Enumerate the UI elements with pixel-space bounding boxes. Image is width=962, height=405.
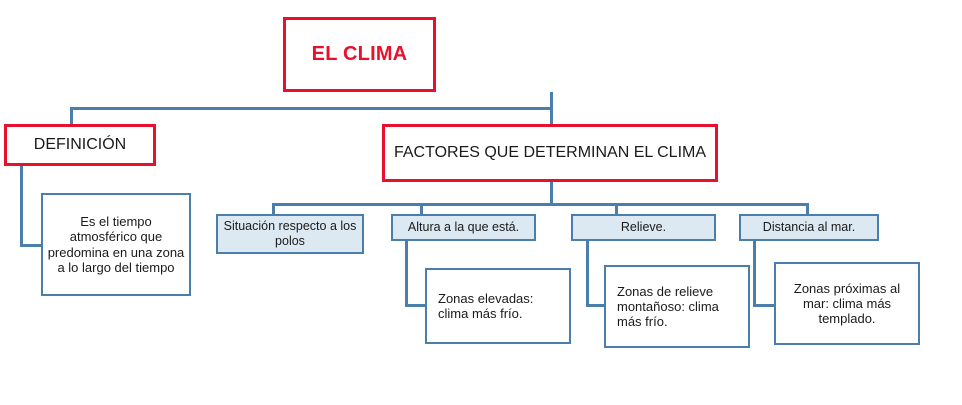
connector-relieve-arm bbox=[586, 304, 606, 307]
connector-factores-drop-3 bbox=[615, 203, 618, 216]
node-factor-relieve[interactable]: Relieve. bbox=[571, 214, 716, 241]
node-factores[interactable]: FACTORES QUE DETERMINAN EL CLIMA bbox=[382, 124, 718, 182]
connector-factores-drop-1 bbox=[272, 203, 275, 216]
connector-factores-drop-4 bbox=[806, 203, 809, 216]
connector-altura-drop bbox=[405, 240, 408, 307]
node-detail-altura-label: Zonas elevadas: clima más frío. bbox=[438, 290, 534, 321]
node-definicion[interactable]: DEFINICIÓN bbox=[4, 124, 156, 166]
connector-factores-drop-2 bbox=[420, 203, 423, 216]
node-detail-relieve[interactable]: Zonas de relieve montañoso: clima más fr… bbox=[604, 265, 750, 348]
connector-to-factores bbox=[550, 107, 553, 125]
node-factor-situacion-label: Situación respecto a los polos bbox=[223, 219, 357, 248]
node-definicion-label: DEFINICIÓN bbox=[33, 135, 127, 153]
node-definicion-detail-label: Es el tiempo atmosférico que predomina e… bbox=[47, 213, 185, 275]
node-factor-distancia[interactable]: Distancia al mar. bbox=[739, 214, 879, 241]
node-factor-situacion[interactable]: Situación respecto a los polos bbox=[216, 214, 364, 254]
connector-title-bar bbox=[70, 107, 553, 110]
node-definicion-detail[interactable]: Es el tiempo atmosférico que predomina e… bbox=[41, 193, 191, 296]
connector-title-stem bbox=[550, 92, 553, 109]
node-el-clima-label: EL CLIMA bbox=[311, 42, 408, 65]
node-factores-label: FACTORES QUE DETERMINAN EL CLIMA bbox=[393, 143, 707, 161]
connector-definicion-arm bbox=[20, 244, 42, 247]
node-factor-relieve-label: Relieve. bbox=[620, 220, 667, 235]
connector-factores-bar bbox=[272, 203, 809, 206]
connector-distancia-arm bbox=[753, 304, 775, 307]
connector-factores-stem bbox=[550, 182, 553, 205]
connector-distancia-drop bbox=[753, 240, 756, 307]
node-detail-distancia-label: Zonas próximas al mar: clima más templad… bbox=[793, 280, 901, 327]
node-detail-distancia[interactable]: Zonas próximas al mar: clima más templad… bbox=[774, 262, 920, 345]
connector-relieve-drop bbox=[586, 240, 589, 307]
node-detail-altura[interactable]: Zonas elevadas: clima más frío. bbox=[425, 268, 571, 344]
node-el-clima[interactable]: EL CLIMA bbox=[283, 17, 436, 92]
node-factor-altura-label: Altura a la que está. bbox=[407, 220, 520, 235]
node-detail-relieve-label: Zonas de relieve montañoso: clima más fr… bbox=[617, 283, 719, 330]
node-factor-distancia-label: Distancia al mar. bbox=[762, 220, 856, 235]
connector-altura-arm bbox=[405, 304, 427, 307]
node-factor-altura[interactable]: Altura a la que está. bbox=[391, 214, 536, 241]
connector-to-definicion bbox=[70, 107, 73, 125]
connector-definicion-drop bbox=[20, 166, 23, 247]
